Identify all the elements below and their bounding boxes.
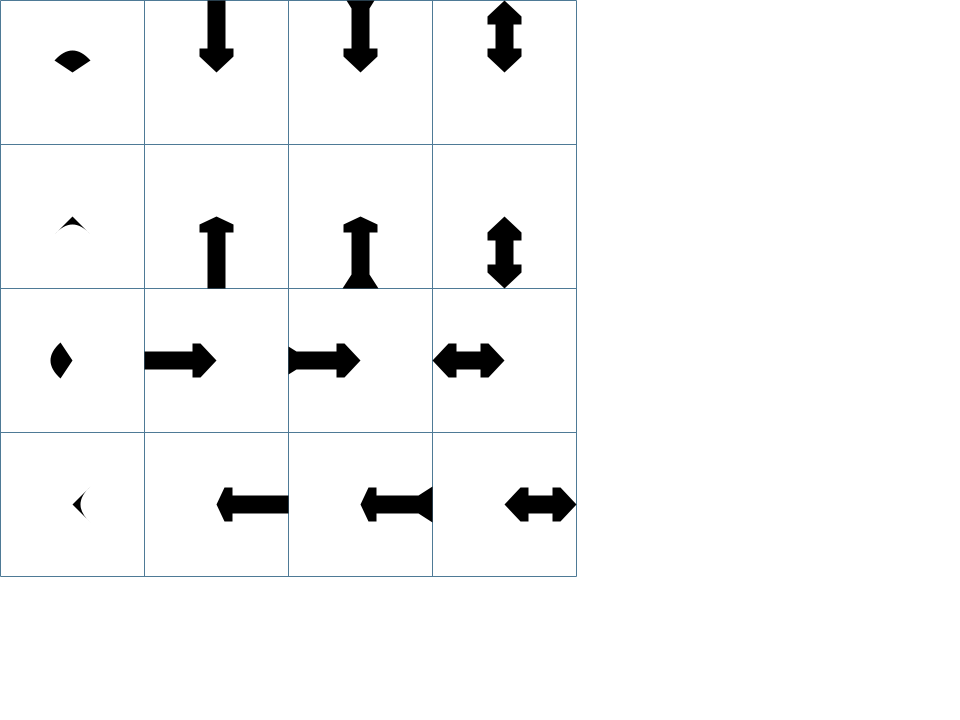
cap-icon xyxy=(72,486,91,523)
diagram-cell xyxy=(487,0,522,73)
diagram-cell xyxy=(342,216,379,289)
diagram-cell xyxy=(199,0,234,73)
double-arrow-icon xyxy=(487,216,522,289)
diagram-cell xyxy=(50,342,73,379)
diagram-cell xyxy=(432,343,505,378)
diagram-cell xyxy=(343,0,378,73)
diagram-cell xyxy=(54,50,91,73)
diagram-cell xyxy=(54,216,91,235)
diagram-cell xyxy=(216,487,289,522)
grid-lines xyxy=(0,0,577,577)
cap-icon xyxy=(54,50,91,73)
double-arrow-icon xyxy=(432,343,505,378)
diagram-cell xyxy=(504,487,577,522)
diagram-cell xyxy=(487,216,522,289)
diagram-cell xyxy=(360,486,433,523)
arrow-with-tail-icon xyxy=(360,486,433,523)
arrow-icon xyxy=(199,0,234,73)
arrow-with-tail-icon xyxy=(342,216,379,289)
double-arrow-icon xyxy=(504,487,577,522)
arrow-with-tail-icon xyxy=(343,0,378,73)
cap-icon xyxy=(50,342,73,379)
cap-icon xyxy=(54,216,91,235)
diagram-cell xyxy=(72,486,91,523)
arrow-with-tail-icon xyxy=(288,343,361,378)
shapes-layer xyxy=(50,0,577,523)
double-arrow-icon xyxy=(487,0,522,73)
diagram-cell xyxy=(199,216,234,289)
arrow-icon xyxy=(144,343,217,378)
diagram-cell xyxy=(288,343,361,378)
arrow-icon xyxy=(216,487,289,522)
arrow-icon xyxy=(199,216,234,289)
diagram-cell xyxy=(144,343,217,378)
